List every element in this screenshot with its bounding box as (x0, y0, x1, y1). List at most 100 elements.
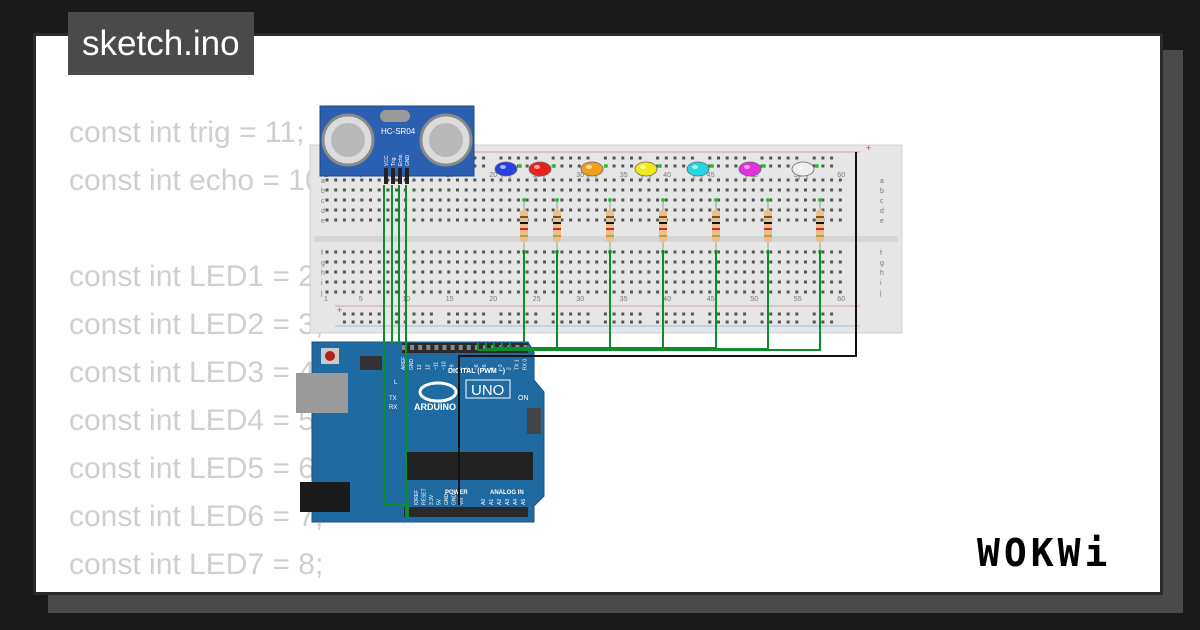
column-number: 45 (707, 296, 715, 303)
row-letter: e (321, 218, 325, 225)
arduino-brand: ARDUINO (414, 402, 456, 412)
led-1 (494, 161, 522, 180)
row-letter: a (880, 178, 884, 185)
row-letter: g (880, 260, 884, 267)
power-pin-label: Vin (459, 498, 465, 505)
digital-label: DIGITAL (PWM ~) (448, 368, 505, 375)
digital-pin-label: GND (409, 359, 415, 371)
analog-pin-label: A1 (489, 499, 495, 505)
sensor-pin-label: GND (405, 155, 411, 167)
column-number: 55 (794, 296, 802, 303)
row-letter: c (880, 198, 884, 205)
resistor-5 (712, 198, 720, 254)
row-letter: d (880, 208, 884, 215)
row-letter: a (321, 178, 325, 185)
row-letter: h (880, 270, 884, 277)
analog-pin-label: A3 (505, 499, 511, 505)
code-line: const int LED1 = 2; (69, 260, 324, 293)
analog-pin-label: A4 (513, 499, 519, 505)
column-number: 45 (707, 172, 715, 179)
sensor-pin-label: VCC (384, 155, 390, 166)
analog-pin-label: A0 (481, 499, 487, 505)
digital-header (402, 343, 528, 353)
column-number: 15 (446, 296, 454, 303)
column-number: 40 (663, 172, 671, 179)
power-pin-label: RESET (422, 488, 428, 505)
resistor-1 (520, 198, 528, 254)
row-letter: g (321, 260, 325, 267)
digital-pin-label: ~9 (450, 364, 456, 370)
arduino-model: UNO (471, 382, 504, 399)
row-letter: h (321, 270, 325, 277)
code-listing: const int trig = 11; const int echo = 10;… (69, 109, 330, 589)
row-letter: b (321, 188, 325, 195)
on-label: ON (518, 395, 529, 402)
column-number: 25 (533, 296, 541, 303)
row-letter: j (320, 290, 323, 297)
led-7 (791, 161, 819, 180)
row-letter: j (879, 290, 882, 297)
led-2 (528, 161, 556, 180)
led-3 (580, 161, 608, 180)
column-number: 20 (489, 296, 497, 303)
digital-pin-label: 12 (425, 364, 431, 370)
digital-pin-label: RX 0 (523, 359, 529, 370)
code-line: const int LED2 = 3; (69, 308, 324, 341)
row-letter: e (880, 218, 884, 225)
tx-label: TX (389, 396, 397, 402)
row-letter: c (321, 198, 325, 205)
rail-plus-label-bottom: + (337, 305, 342, 315)
led-6 (738, 161, 766, 180)
file-tab[interactable]: sketch.ino (68, 12, 254, 75)
wire-vcc (383, 185, 409, 517)
column-number: 50 (750, 296, 758, 303)
column-number: 30 (576, 172, 584, 179)
column-number: 60 (837, 172, 845, 179)
power-pin-label: GND (444, 494, 450, 506)
column-number: 1 (324, 296, 328, 303)
row-letter: b (880, 188, 884, 195)
code-line: const int trig = 11; (69, 116, 305, 149)
power-label: POWER (445, 490, 468, 496)
column-number: 5 (359, 296, 363, 303)
column-number: 35 (620, 172, 628, 179)
row-letter: f (880, 250, 882, 257)
code-line: const int LED3 = 4; (69, 356, 324, 389)
resistor-7 (816, 198, 824, 254)
wires (383, 152, 857, 518)
svg-text:WOKWi: WOKWi (977, 531, 1111, 575)
power-analog-header (404, 507, 528, 517)
code-line: const int LED6 = 7; (69, 500, 324, 533)
led-row (494, 161, 819, 180)
column-number: 60 (837, 296, 845, 303)
power-pin-label: GND (452, 494, 458, 506)
digital-pin-label: AREF (401, 357, 407, 370)
row-letter: d (321, 208, 325, 215)
row-letter: i (321, 280, 323, 287)
digital-pin-label: 2 (506, 367, 512, 370)
wire-led7 (477, 250, 821, 351)
analog-pin-label: A2 (497, 499, 503, 505)
sensor-pin-label: Trig (391, 157, 397, 166)
usb-connector (296, 373, 348, 413)
sensor-pin-label: Echo (398, 154, 404, 166)
wire-ground-rail (458, 152, 857, 505)
digital-pin-label: 4 (490, 367, 496, 370)
rail-plus-label: + (866, 143, 871, 153)
power-pin-label: IOREF (414, 490, 420, 505)
digital-pin-label: ~10 (442, 361, 448, 370)
wokwi-logo: WOKWi (977, 531, 1111, 575)
digital-pin-label: ~6 (474, 364, 480, 370)
digital-pin-label: 8 (458, 367, 464, 370)
digital-pin-label: ~11 (433, 362, 439, 370)
row-letter: f (321, 250, 323, 257)
digital-pin-label: 7 (466, 367, 472, 370)
rx-label: RX (389, 405, 397, 411)
column-number: 35 (620, 296, 628, 303)
analog-label: ANALOG IN (490, 490, 524, 496)
code-line: const int echo = 10; (69, 164, 331, 197)
code-line: const int LED4 = 5; (69, 404, 324, 437)
